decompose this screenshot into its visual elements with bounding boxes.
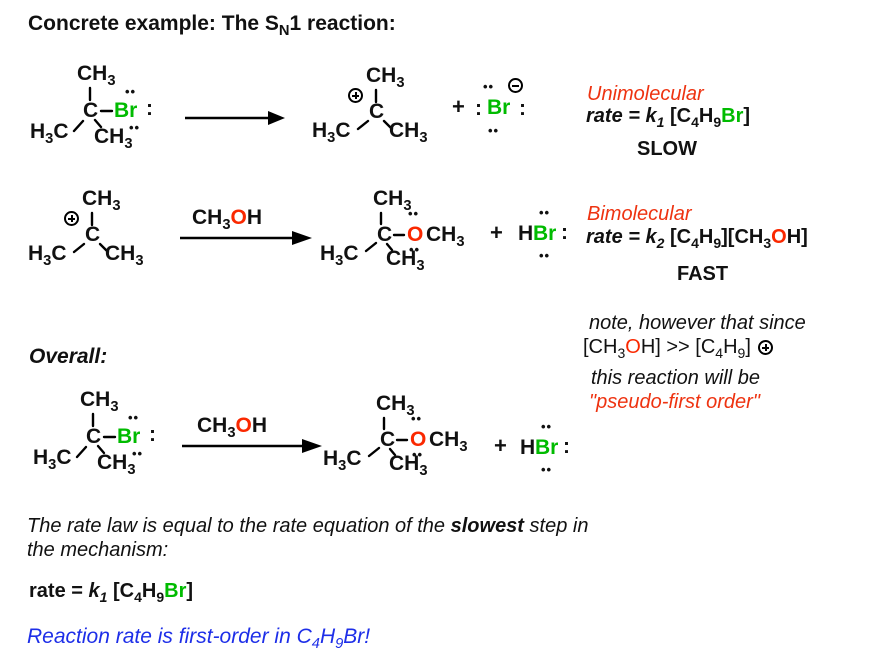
minus-charge-icon: [508, 76, 523, 97]
bond-lines: [356, 88, 394, 131]
lone-pair-dots: ••: [128, 410, 140, 425]
page-title: Concrete example: The SN1 reaction:: [28, 12, 396, 40]
rate-equation-step2: rate = k2 [C4H9][CH3OH]: [586, 226, 808, 251]
lone-pair-dots: ••: [483, 79, 495, 94]
lone-pair-colon: :: [563, 435, 570, 458]
bromine-atom: Br: [487, 96, 511, 119]
methyl-group: H3C: [320, 242, 359, 270]
note-line-2: [CH3OH] >> [C4H9]: [583, 336, 774, 361]
plus-sign: +: [494, 433, 507, 458]
conclusion-first-order: Reaction rate is first-order in C4H9Br!: [27, 625, 371, 653]
structure-tert-butyl-methyl-ether: CH3 •• C O CH3 H3C CH3 ••: [323, 393, 503, 493]
carbon-atom: C: [369, 100, 385, 123]
methyl-group: CH3: [77, 62, 116, 90]
reaction-arrow: [180, 231, 312, 245]
oxygen-atom: O: [407, 223, 424, 246]
bromine-atom: Br: [535, 436, 559, 459]
reaction-arrow: [182, 439, 322, 453]
lone-pair-colon: :: [475, 97, 482, 120]
lone-pair-dots: ••: [129, 120, 141, 135]
methyl-group: CH3: [426, 223, 465, 251]
bromine-atom: Br: [114, 99, 138, 122]
lone-pair-dots: ••: [408, 206, 420, 221]
lone-pair-dots: ••: [125, 84, 137, 99]
label-bimolecular: Bimolecular: [587, 203, 692, 225]
note-line-1: note, however that since: [589, 312, 806, 334]
overall-label: Overall:: [29, 345, 108, 368]
lone-pair-colon: :: [519, 97, 526, 120]
lone-pair-dots: ••: [412, 447, 424, 462]
hydrogen-atom: H: [518, 222, 534, 245]
bond-lines: [72, 86, 114, 133]
carbon-atom: C: [86, 425, 102, 448]
lone-pair-colon: :: [146, 97, 153, 120]
lone-pair-dots: ••: [488, 123, 500, 138]
plus-charge-icon: [348, 86, 363, 107]
methyl-group: H3C: [323, 447, 362, 475]
methyl-group: H3C: [312, 119, 351, 147]
bond-lines: [367, 416, 409, 458]
structure-tert-butyl-methyl-ether: CH3 •• C O CH3 H3C CH3 ••: [320, 188, 500, 288]
structure-hbr: •• H Br : ••: [518, 204, 588, 264]
methyl-group: CH3: [389, 119, 428, 147]
lone-pair-dots: ••: [539, 248, 551, 263]
rate-law-equation: rate = k1 [C4H9Br]: [29, 580, 194, 605]
lone-pair-dots: ••: [409, 242, 421, 257]
label-unimolecular: Unimolecular: [587, 83, 704, 105]
plus-charge-icon: [64, 209, 79, 230]
bromine-atom: Br: [117, 425, 141, 448]
plus-charge-icon: [758, 340, 774, 355]
methyl-group: H3C: [30, 120, 69, 148]
rate-law-sentence-line2: the mechanism:: [27, 539, 169, 561]
methyl-group: CH3: [429, 428, 468, 456]
lone-pair-dots: ••: [539, 205, 551, 220]
methyl-group: CH3: [389, 452, 428, 480]
methyl-group: CH3: [376, 392, 415, 420]
lone-pair-dots: ••: [411, 411, 423, 426]
methyl-group: H3C: [28, 242, 67, 270]
structure-bromide-ion: •• : Br : ••: [475, 76, 541, 138]
methyl-group: CH3: [82, 187, 121, 215]
carbon-atom: C: [83, 99, 99, 122]
bond-lines: [72, 211, 110, 254]
label-slow: SLOW: [637, 138, 697, 160]
methyl-group: CH3: [373, 187, 412, 215]
lone-pair-colon: :: [561, 221, 568, 244]
methyl-group: CH3: [386, 247, 425, 275]
structure-hbr: •• H Br : ••: [520, 418, 590, 478]
structure-tert-butyl-cation: CH3 C H3C CH3: [28, 187, 163, 270]
structure-tert-butyl-bromide: CH3 •• C Br : H3C CH3 ••: [30, 63, 185, 163]
carbon-atom: C: [377, 223, 393, 246]
label-fast: FAST: [677, 263, 729, 285]
reagent-methanol-label: CH3OH: [192, 206, 263, 234]
hydrogen-atom: H: [520, 436, 536, 459]
structure-tert-butyl-bromide: CH3 •• C Br : H3C CH3 ••: [33, 389, 188, 489]
carbon-atom: C: [85, 223, 101, 246]
bond-lines: [364, 211, 406, 253]
lone-pair-dots: ••: [132, 446, 144, 461]
bromine-atom: Br: [533, 222, 557, 245]
note-line-3: this reaction will be: [591, 367, 760, 389]
methyl-group: CH3: [105, 242, 144, 270]
methyl-group: CH3: [94, 125, 133, 153]
methyl-group: H3C: [33, 446, 72, 474]
structure-tert-butyl-cation: CH3 C H3C CH3: [312, 64, 447, 147]
methyl-group: CH3: [366, 64, 405, 92]
oxygen-atom: O: [410, 428, 427, 451]
reagent-methanol-label: CH3OH: [197, 414, 268, 442]
rate-equation-step1: rate = k1 [C4H9Br]: [586, 105, 751, 130]
reaction-arrow: [185, 111, 285, 125]
rate-law-sentence-line1: The rate law is equal to the rate equati…: [27, 515, 589, 537]
bond-lines: [75, 412, 117, 459]
note-concentration-comparison: [CH3OH] >> [C4H9]: [583, 336, 757, 361]
lone-pair-dots: ••: [541, 419, 553, 434]
plus-sign: +: [452, 94, 465, 119]
lone-pair-dots: ••: [541, 462, 553, 477]
note-pseudo-first-order: "pseudo-first order": [589, 391, 760, 413]
lone-pair-colon: :: [149, 423, 156, 446]
methyl-group: CH3: [97, 451, 136, 479]
plus-sign: +: [490, 220, 503, 245]
methyl-group: CH3: [80, 388, 119, 416]
carbon-atom: C: [380, 428, 396, 451]
